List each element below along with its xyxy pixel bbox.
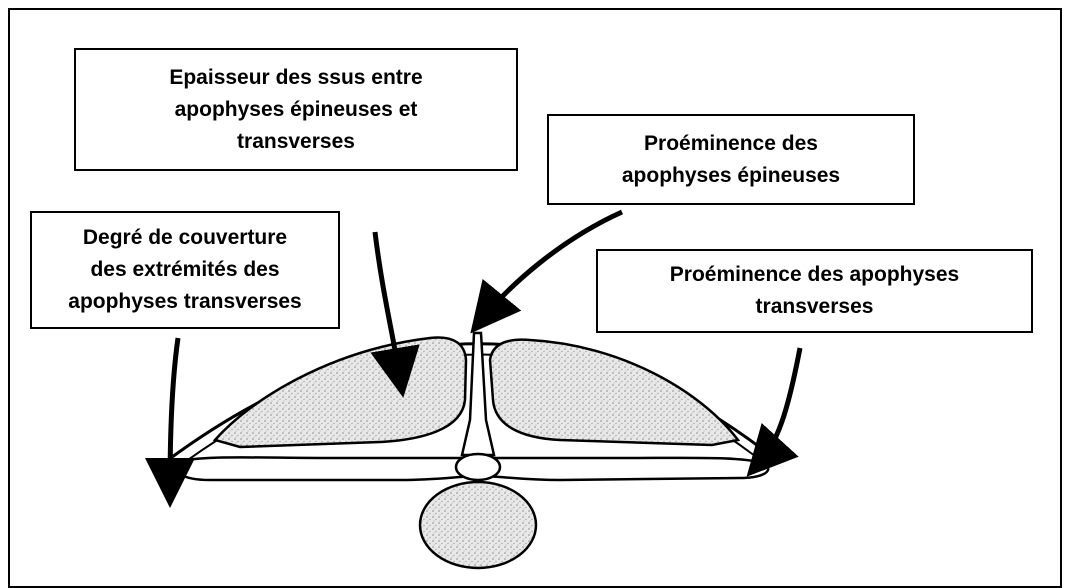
label-proeminence-apophyses-transverses: Proéminence des apophyses transverses <box>596 249 1033 333</box>
label-degre-couverture: Degré de couverture des extrémités des a… <box>30 211 340 329</box>
left-muscle-mass <box>215 337 466 447</box>
arrow-proeminence-transverses <box>760 348 800 462</box>
right-muscle-mass <box>490 340 738 445</box>
label-epaisseur-tissus: Epaisseur des ssus entre apophyses épine… <box>74 48 518 171</box>
label-proeminence-apophyses-epineuses: Proéminence des apophyses épineuses <box>547 114 915 205</box>
spinal-canal <box>456 454 500 480</box>
spinous-process <box>462 333 494 455</box>
vertebral-body <box>420 482 536 568</box>
